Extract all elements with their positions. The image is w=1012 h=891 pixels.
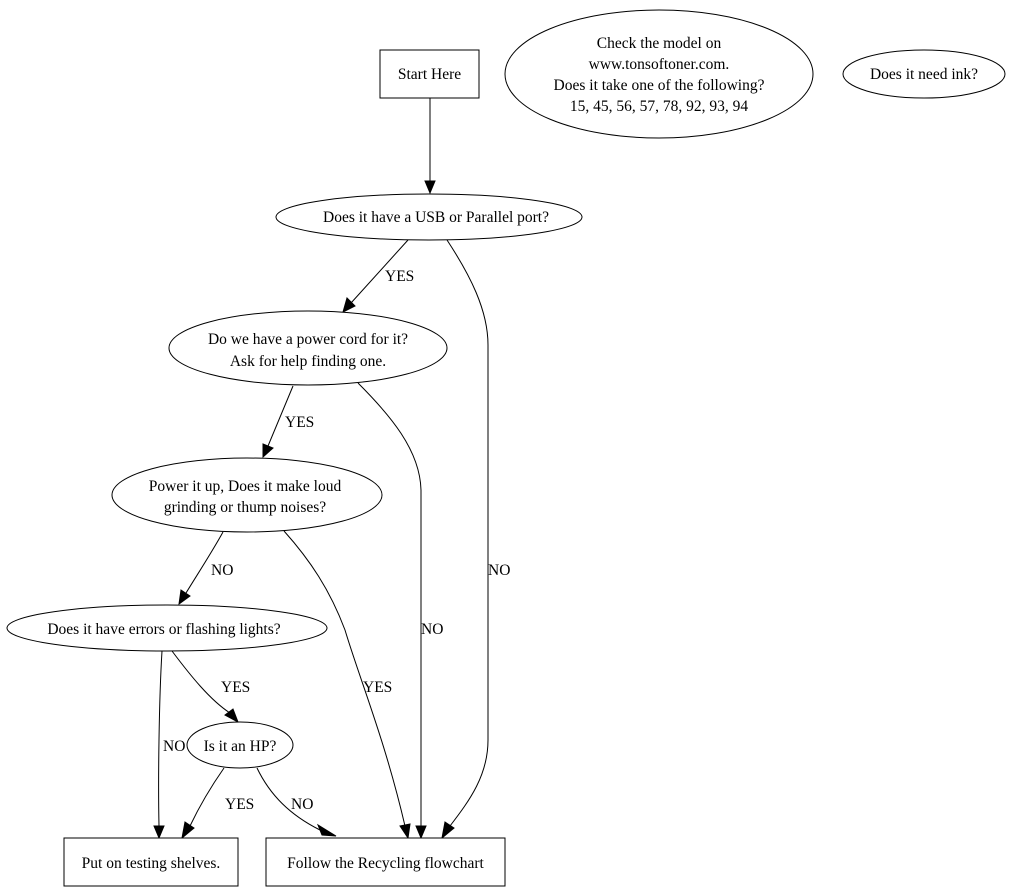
edge-power-cord-to-recycling: NO (357, 382, 443, 840)
edge-usb-port-to-power-cord: YES (342, 239, 414, 313)
edge-line (446, 239, 489, 827)
node-label-line-2: Ask for help finding one. (230, 353, 386, 370)
node-label-line-1: Power it up, Does it make loud (149, 478, 342, 495)
node-label: Does it have errors or flashing lights? (47, 621, 280, 638)
edge-is-hp-to-testing: YES (181, 767, 254, 840)
node-label-line-2: www.tonsoftoner.com. (589, 56, 730, 73)
node-errors[interactable]: Does it have errors or flashing lights? (6, 604, 328, 652)
node-ellipse (186, 721, 294, 769)
node-testing-shelves[interactable]: Put on testing shelves. (63, 837, 239, 887)
node-ellipse (504, 9, 814, 139)
nodes: Start Here Check the model on www.tonsof… (6, 9, 1006, 887)
node-power-cord[interactable]: Do we have a power cord for it? Ask for … (168, 310, 448, 386)
edge-label-no: NO (211, 562, 233, 579)
arrow-head (262, 443, 274, 459)
node-label-line-2: grinding or thump noises? (164, 499, 326, 516)
node-label: Follow the Recycling flowchart (287, 855, 484, 872)
edge-label-no: NO (488, 562, 510, 579)
node-need-ink[interactable]: Does it need ink? (842, 49, 1006, 99)
node-label: Start Here (398, 66, 461, 83)
edge-line (189, 767, 225, 827)
node-label: Put on testing shelves. (82, 855, 221, 872)
edge-usb-port-to-recycling: NO (441, 239, 510, 840)
edge-line (158, 650, 163, 827)
node-start-here[interactable]: Start Here (379, 49, 480, 99)
edge-line (350, 239, 409, 304)
arrow-head (153, 825, 165, 840)
node-label: Does it have a USB or Parallel port? (323, 209, 549, 226)
node-power-up[interactable]: Power it up, Does it make loud grinding … (111, 457, 383, 533)
edge-line (256, 767, 321, 831)
node-recycling-flowchart[interactable]: Follow the Recycling flowchart (265, 837, 506, 887)
edge-line (357, 382, 422, 826)
node-label-line-4: 15, 45, 56, 57, 78, 92, 93, 94 (570, 98, 749, 115)
edge-label-yes: YES (363, 679, 392, 696)
node-usb-port[interactable]: Does it have a USB or Parallel port? (275, 193, 583, 241)
arrow-head (399, 823, 411, 840)
edges: YES NO YES NO NO YES (153, 98, 510, 840)
arrow-head (178, 589, 191, 606)
edge-line (283, 530, 406, 827)
edge-label-yes: YES (385, 268, 414, 285)
node-box (265, 837, 506, 887)
arrow-head (342, 297, 356, 313)
arrow-head (316, 823, 337, 837)
edge-line (267, 385, 294, 447)
arrow-head (224, 708, 239, 724)
node-ellipse (275, 193, 583, 241)
node-box (379, 49, 480, 99)
node-ellipse (842, 49, 1006, 99)
node-ellipse (168, 310, 448, 386)
edge-errors-to-testing: NO (153, 650, 185, 840)
arrow-head (441, 821, 455, 840)
edge-label-yes: YES (285, 414, 314, 431)
node-check-model[interactable]: Check the model on www.tonsoftoner.com. … (504, 9, 814, 139)
edge-power-up-to-errors: NO (178, 531, 233, 606)
edge-power-cord-to-power-up: YES (262, 385, 314, 459)
arrow-head (424, 180, 436, 195)
arrow-head (181, 821, 195, 840)
node-label: Does it need ink? (870, 66, 978, 83)
node-label: Is it an HP? (204, 738, 277, 755)
edge-line (171, 650, 231, 714)
edge-start-to-usb-port (424, 98, 436, 195)
edge-power-up-to-recycling: YES (283, 530, 411, 840)
edge-label-yes: YES (225, 796, 254, 813)
edge-label-yes: YES (221, 679, 250, 696)
node-label-line-1: Check the model on (597, 35, 722, 52)
node-is-hp[interactable]: Is it an HP? (186, 721, 294, 769)
edge-label-no: NO (421, 621, 443, 638)
node-ellipse (6, 604, 328, 652)
edge-label-no: NO (163, 738, 185, 755)
edge-line (185, 531, 224, 594)
edge-errors-to-is-hp: YES (171, 650, 250, 724)
node-ellipse (111, 457, 383, 533)
edge-label-no: NO (291, 796, 313, 813)
arrow-head (415, 825, 427, 840)
node-label-line-1: Do we have a power cord for it? (208, 331, 408, 348)
edge-is-hp-to-recycling: NO (256, 767, 337, 837)
node-box (63, 837, 239, 887)
node-label-line-3: Does it take one of the following? (554, 77, 765, 94)
